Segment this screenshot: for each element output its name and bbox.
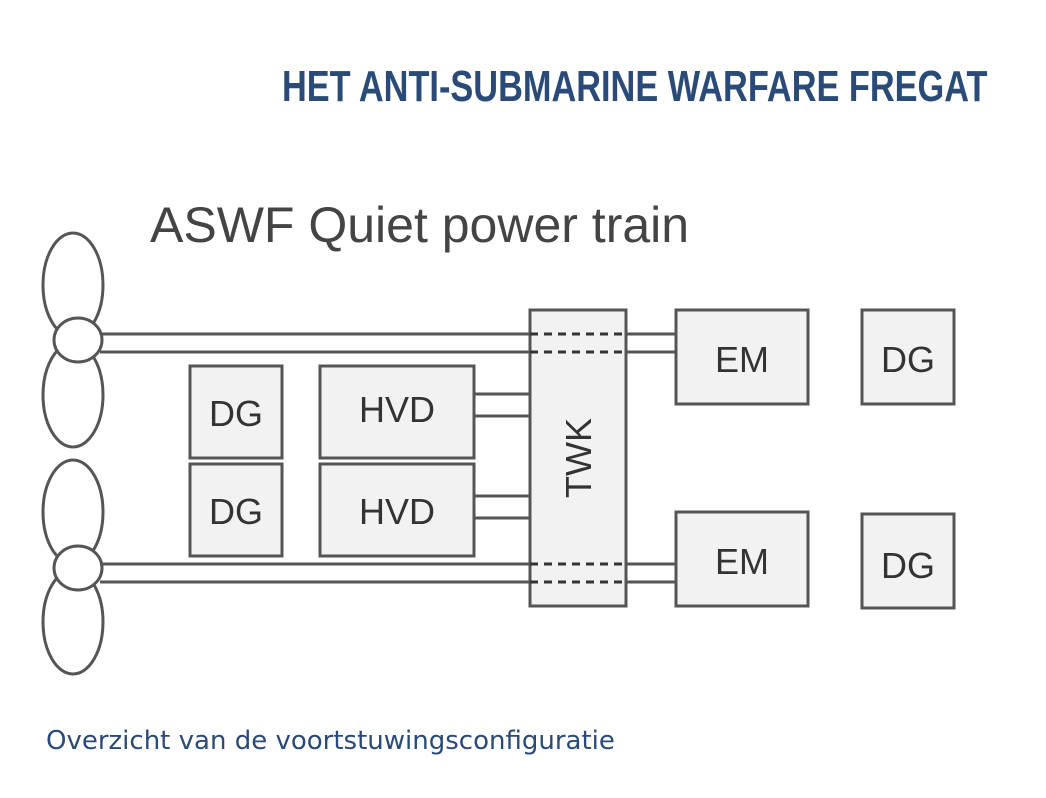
figure-caption: Overzicht van de voortstuwingsconfigurat… [46,726,615,756]
diagram-title: ASWF Quiet power train [150,197,690,253]
em-label: EM [715,339,769,380]
em-box-bottom: EM [674,510,810,608]
hvd-label: HVD [359,389,435,430]
dg-box-left-top: DG [188,364,284,460]
page-title: HET ANTI-SUBMARINE WARFARE FREGAT [282,62,988,111]
dg-label: DG [209,393,263,434]
dg-label: DG [881,339,935,380]
em-label: EM [715,541,769,582]
shaft-top [100,332,676,354]
hvd-box-top: HVD [318,364,476,460]
dg-label: DG [881,545,935,586]
twk-box: TWK [528,308,628,608]
propeller-bottom [41,458,105,676]
hvd-box-bottom: HVD [318,462,476,558]
hvd-label: HVD [359,491,435,532]
shaft-bottom [100,562,676,584]
em-box-top: EM [674,308,810,406]
dg-box-right-top: DG [860,308,956,406]
dg-box-left-bottom: DG [188,462,284,558]
dg-box-right-bottom: DG [860,512,956,610]
dg-label: DG [209,491,263,532]
hvd-twk-connectors [474,392,530,520]
propeller-top [41,231,105,449]
twk-label: TWK [558,418,599,498]
